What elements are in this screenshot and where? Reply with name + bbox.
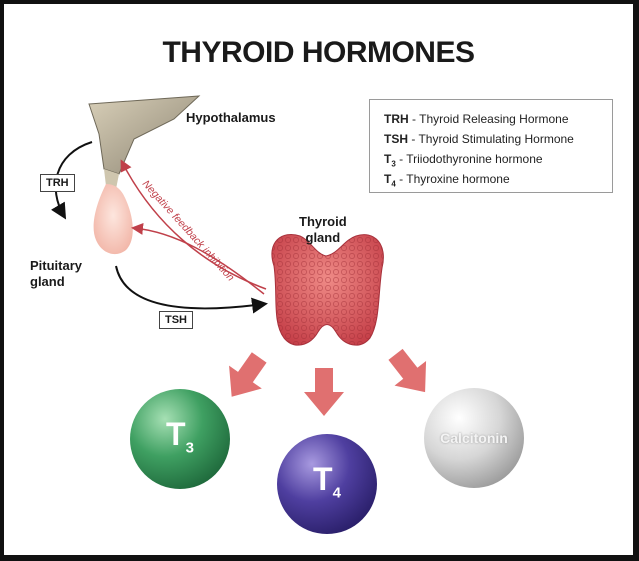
thyroid-label-line2: gland bbox=[305, 230, 341, 245]
hypothalamus-shape bbox=[88, 95, 201, 189]
t4-label: T4 bbox=[297, 461, 357, 501]
arrow-to-calcitonin bbox=[388, 348, 427, 393]
legend-row: T4 - Thyroxine hormone bbox=[384, 170, 612, 190]
hypothalamus-label: Hypothalamus bbox=[186, 110, 276, 125]
page-title: THYROID HORMONES bbox=[162, 36, 475, 69]
pituitary-label: Pituitary gland bbox=[30, 258, 82, 290]
legend-row: TSH - Thyroid Stimulating Hormone bbox=[384, 130, 612, 150]
legend-abbr: T bbox=[384, 172, 392, 186]
pituitary-label-line1: Pituitary bbox=[30, 258, 83, 273]
legend-abbr: T bbox=[384, 152, 392, 166]
legend-box: TRH - Thyroid Releasing Hormone TSH - Th… bbox=[369, 99, 613, 193]
t3-label: T3 bbox=[150, 416, 210, 456]
calcitonin-label: Calcitonin bbox=[440, 430, 508, 446]
legend-desc: - Triiodothyronine hormone bbox=[395, 152, 543, 166]
t3-subscript: 3 bbox=[185, 439, 194, 457]
t4-letter: T bbox=[313, 461, 333, 497]
thyroid-shape bbox=[271, 234, 384, 346]
legend-row: T3 - Triiodothyronine hormone bbox=[384, 150, 612, 170]
feedback-arrow-long bbox=[120, 159, 267, 290]
feedback-arrow-short bbox=[131, 222, 265, 295]
tsh-arrow bbox=[115, 265, 268, 314]
calcitonin-sphere bbox=[424, 388, 524, 488]
pituitary-shape bbox=[93, 184, 133, 255]
legend-abbr: TSH bbox=[384, 132, 408, 146]
legend-desc: - Thyroid Releasing Hormone bbox=[408, 112, 569, 126]
t3-sphere bbox=[130, 389, 230, 489]
thyroid-label: Thyroid gland bbox=[299, 214, 347, 246]
t3-letter: T bbox=[166, 416, 186, 452]
diagram-canvas: Negative feedback inhibition bbox=[51, 95, 524, 534]
legend-subscript: 4 bbox=[391, 179, 396, 189]
thyroid-label-line1: Thyroid bbox=[299, 214, 347, 229]
pituitary-label-line2: gland bbox=[30, 274, 65, 289]
tsh-tag: TSH bbox=[159, 311, 193, 329]
arrow-to-t4 bbox=[304, 368, 344, 416]
arrow-to-t3 bbox=[229, 352, 267, 397]
legend-row: TRH - Thyroid Releasing Hormone bbox=[384, 110, 612, 130]
t4-sphere bbox=[277, 434, 377, 534]
legend-abbr: TRH bbox=[384, 112, 409, 126]
t4-subscript: 4 bbox=[332, 484, 341, 502]
trh-tag: TRH bbox=[40, 174, 75, 192]
legend-desc: - Thyroid Stimulating Hormone bbox=[408, 132, 574, 146]
legend-desc: - Thyroxine hormone bbox=[395, 172, 510, 186]
legend-subscript: 3 bbox=[391, 159, 396, 169]
trh-arrow bbox=[51, 141, 93, 220]
